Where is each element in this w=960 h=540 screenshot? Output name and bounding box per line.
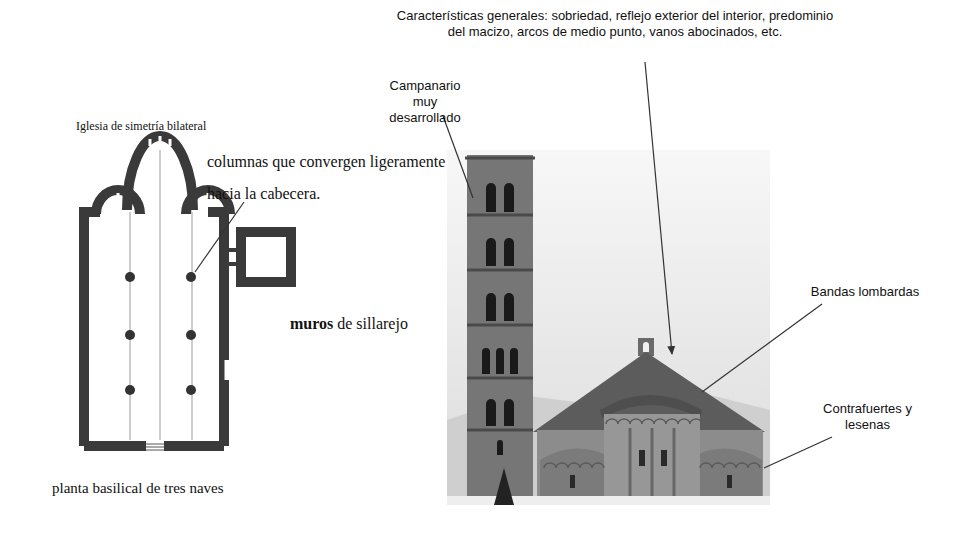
step (146, 444, 164, 445)
columns (125, 272, 196, 395)
window (504, 238, 514, 266)
step (146, 447, 164, 448)
leader-line (702, 304, 822, 392)
lesena (651, 428, 654, 505)
cornice (467, 324, 533, 327)
window-gap (169, 139, 172, 146)
cornice (465, 157, 535, 160)
plan-wall (84, 441, 224, 451)
window (486, 238, 496, 266)
step (146, 450, 164, 451)
leader-line (195, 202, 244, 272)
lesena (673, 428, 676, 505)
wall-label-bold: muros (290, 314, 333, 334)
window (486, 293, 496, 321)
lesena (629, 428, 632, 505)
arcade-line (130, 212, 131, 440)
tree (494, 468, 514, 505)
floor-plan (84, 136, 291, 446)
door-gap (225, 360, 230, 380)
leader-lines (195, 62, 832, 468)
bands-label: Bandas lombardas (790, 284, 940, 300)
window (727, 475, 732, 488)
window (570, 475, 575, 488)
leader-line (443, 116, 473, 198)
leader-line (764, 437, 832, 468)
tower-cornices (465, 158, 535, 430)
cornice (467, 269, 533, 272)
apse-windows (118, 136, 227, 380)
apse-windows (570, 450, 732, 488)
leader-arrow (645, 62, 672, 354)
axis-line (160, 150, 161, 440)
window (482, 348, 490, 374)
tower-link (229, 250, 237, 264)
cornice (467, 214, 533, 217)
tower-label: Campanario muy desarrollado (380, 78, 470, 126)
window-gap (149, 139, 152, 146)
column-label: columnas que convergen ligeramente hacia… (207, 146, 477, 210)
wall-label: de sillarejo (337, 314, 408, 334)
plan-caption: planta basilical de tres naves (52, 478, 312, 498)
window (510, 348, 518, 374)
tower-windows (482, 183, 518, 455)
window (486, 399, 496, 426)
column (186, 272, 196, 282)
general-caption: Características generales: sobriedad, re… (395, 8, 835, 40)
buttress-label: Contrafuertes y lesenas (810, 401, 925, 433)
window (504, 399, 514, 426)
steps (146, 444, 164, 450)
central-apse (604, 414, 700, 505)
column (125, 385, 135, 395)
lesenas (630, 428, 674, 505)
window (497, 440, 503, 455)
window (504, 183, 514, 212)
window (639, 450, 645, 466)
lombard-arches (700, 463, 760, 468)
column (125, 272, 135, 282)
side-apse (96, 190, 140, 214)
lombard-arches (544, 463, 604, 468)
window-gap (117, 193, 120, 200)
window (504, 293, 514, 321)
bell-opening (643, 342, 649, 352)
bell-tower-plan (241, 232, 291, 282)
cornice (467, 429, 533, 432)
window (661, 450, 667, 466)
lombard-arches (606, 419, 702, 424)
church-photo (447, 150, 770, 505)
column (186, 330, 196, 340)
nave-lines (130, 150, 192, 440)
plan-note: Iglesia de simetría bilateral (76, 119, 276, 133)
bell-tower (467, 155, 533, 505)
window (496, 348, 504, 374)
window (486, 183, 496, 212)
cornice (467, 377, 533, 380)
sky (447, 150, 770, 505)
plan-wall (84, 212, 224, 446)
window-gap (159, 136, 162, 143)
arcade-line (192, 212, 193, 440)
column (186, 385, 196, 395)
column (125, 330, 135, 340)
